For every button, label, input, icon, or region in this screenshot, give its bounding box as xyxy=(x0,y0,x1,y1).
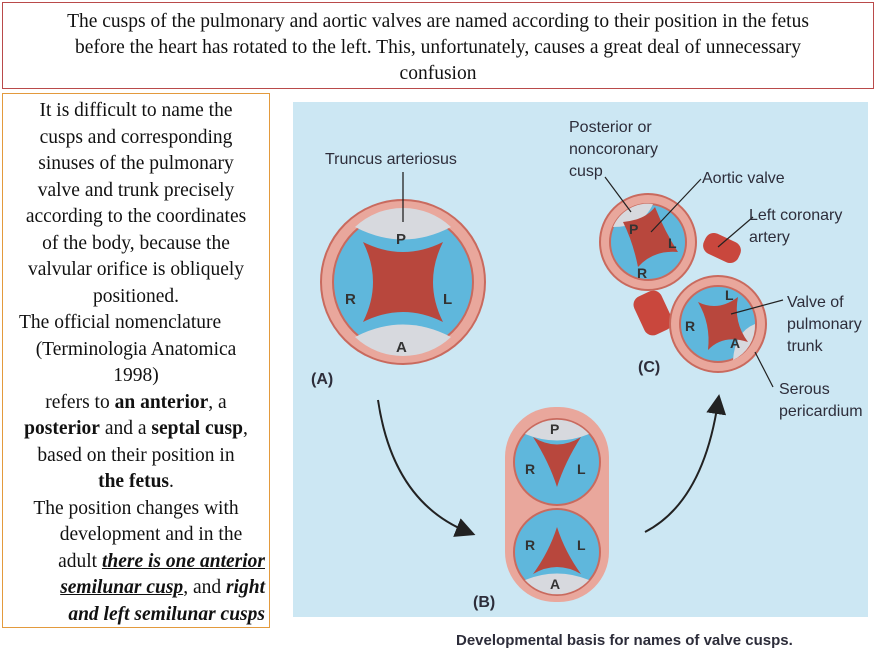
label-posterior-3: cusp xyxy=(569,163,603,180)
text-line: 1998) xyxy=(113,365,159,386)
text-line: The official nomenclature xyxy=(19,312,222,333)
figure-caption: Developmental basis for names of valve c… xyxy=(456,632,793,649)
cusp-label-a: A xyxy=(550,576,560,592)
cusp-label-r: R xyxy=(525,537,535,553)
cusp-label-l: L xyxy=(443,291,452,308)
text-line: based on their position in xyxy=(37,444,235,466)
cusp-label-p: P xyxy=(629,221,638,237)
label-valve-pulmonary-3: trunk xyxy=(787,338,824,355)
valve-diagram: P R L A Truncus arteriosus (A) P R L R L… xyxy=(311,119,863,611)
label-left-coronary-2: artery xyxy=(749,229,790,246)
caption-svg: Developmental basis for names of valve c… xyxy=(456,632,793,649)
text-fragment: , xyxy=(242,418,248,439)
arrow-a-to-b xyxy=(377,399,476,537)
text-line: posterior and a septal cusp, xyxy=(7,416,265,443)
label-valve-pulmonary-1: Valve of xyxy=(787,294,844,311)
cusp-label-r: R xyxy=(345,291,356,308)
bold-term: an anterior xyxy=(114,391,209,413)
bold-term: septal cusp xyxy=(151,418,243,439)
text-line: cusps and corresponding xyxy=(39,126,233,148)
text-line: and left semilunar cusps xyxy=(7,602,265,629)
valve-c: P L R L R A xyxy=(599,193,767,373)
text-fragment: . xyxy=(169,471,174,492)
text-line: the fetus. xyxy=(7,469,265,496)
panel-label-c: (C) xyxy=(638,359,660,376)
label-serous-1: Serous xyxy=(779,381,830,398)
bold-term: posterior xyxy=(24,418,100,439)
bold-italic-term: right xyxy=(225,577,265,598)
panel-label-b: (B) xyxy=(473,594,495,611)
text-line: of the body, because the xyxy=(42,232,230,254)
text-fragment: and a xyxy=(99,418,152,439)
cusp-label-p: P xyxy=(550,421,559,437)
cusp-label-r: R xyxy=(637,265,647,281)
text-fragment: , and xyxy=(183,577,226,598)
text-fragment: refers to xyxy=(45,391,115,413)
bold-italic-term: and left semilunar cusps xyxy=(68,603,265,625)
cusp-label-l: L xyxy=(577,461,586,477)
text-line: sinuses of the pulmonary xyxy=(38,153,234,174)
valve-figure: P R L A Truncus arteriosus (A) P R L R L… xyxy=(293,102,868,617)
title-line-3: confusion xyxy=(399,63,477,84)
text-line: valvular orifice is obliquely xyxy=(27,259,245,280)
valve-a: P R L A xyxy=(320,172,486,365)
text-line: The position changes with xyxy=(33,497,239,519)
cusp-label-r: R xyxy=(685,318,695,334)
text-line: positioned. xyxy=(92,285,180,307)
cusp-label-r: R xyxy=(525,461,535,477)
text-fragment: , a xyxy=(208,391,227,413)
label-left-coronary-1: Left coronary xyxy=(749,207,842,224)
arrow-b-to-c xyxy=(644,394,727,533)
bold-italic-underline-term: there is one anterior xyxy=(101,550,265,572)
text-fragment: adult xyxy=(58,550,102,572)
label-valve-pulmonary-2: pulmonary xyxy=(787,316,862,333)
label-serous-2: pericardium xyxy=(779,403,863,420)
title-line-1: The cusps of the pulmonary and aortic va… xyxy=(67,11,809,32)
cusp-label-a: A xyxy=(396,339,407,356)
panel-label-a: (A) xyxy=(311,371,333,388)
caption-area: Developmental basis for names of valve c… xyxy=(452,617,880,660)
text-line: valve and trunk precisely xyxy=(37,179,235,201)
cusp-label-l: L xyxy=(725,287,734,303)
explanation-text-box: It is difficult to name the cusps and co… xyxy=(2,93,270,628)
text-line: semilunar cusp, and right xyxy=(7,575,265,602)
text-line: It is difficult to name the xyxy=(39,100,233,121)
title-line-2: before the heart has rotated to the left… xyxy=(74,37,802,58)
text-line: (Terminologia Anatomica xyxy=(35,338,237,360)
cusp-label-p: P xyxy=(396,231,406,248)
valve-b: P R L R L A xyxy=(505,407,609,602)
text-line: according to the coordinates xyxy=(25,206,247,227)
label-posterior-1: Posterior or xyxy=(569,119,652,136)
cusp-label-a: A xyxy=(730,335,740,351)
cusp-label-l: L xyxy=(668,235,677,251)
text-line: refers to an anterior, a xyxy=(7,390,265,417)
bold-term: the fetus xyxy=(98,471,170,492)
text-line: adult there is one anterior xyxy=(7,549,265,576)
label-aortic-valve: Aortic valve xyxy=(702,170,785,187)
bold-italic-underline-term: semilunar cusp xyxy=(60,577,184,598)
text-line: development and in the xyxy=(59,524,243,545)
title-box: The cusps of the pulmonary and aortic va… xyxy=(2,2,874,89)
cusp-label-l: L xyxy=(577,537,586,553)
label-posterior-2: noncoronary xyxy=(569,141,658,158)
label-truncus-arteriosus: Truncus arteriosus xyxy=(325,151,457,168)
